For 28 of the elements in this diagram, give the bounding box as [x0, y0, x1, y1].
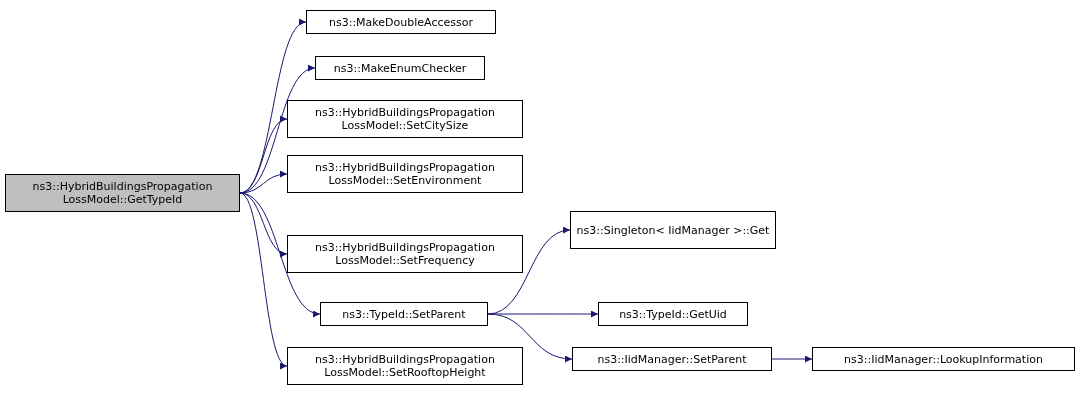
arrow: [487, 313, 573, 362]
function-name: ns3::HybridBuildingsPropagation LossModel::GetTypeId: [31, 180, 214, 206]
function-name: ns3::HybridBuildingsPropagation LossModel::SetRooftopHeight: [314, 353, 496, 379]
arrow: [487, 227, 571, 315]
function-name: ns3::TypeId::GetUid: [619, 307, 727, 321]
function-name: ns3::TypeId::SetParent: [342, 307, 466, 321]
function-box: [812, 347, 1075, 371]
function-name: ns3::IidManager::LookupInformation: [844, 352, 1043, 366]
function-name: ns3::HybridBuildingsPropagation LossModel::SetEnvironment: [314, 161, 496, 187]
function-box: [306, 10, 496, 34]
function-box: [287, 100, 523, 138]
function-name: ns3::IidManager::SetParent: [597, 352, 747, 366]
function-name: ns3::MakeDoubleAccessor: [329, 15, 473, 29]
function-box: [598, 302, 748, 326]
function-name: ns3::HybridBuildingsPropagation LossModel::SetCitySize: [314, 106, 496, 132]
function-name: ns3::Singleton< IidManager >::Get: [576, 223, 770, 237]
function-box: [320, 302, 488, 326]
arrow: [239, 192, 288, 367]
function-box: [570, 211, 776, 249]
function-box: [572, 347, 772, 371]
function-box: [287, 347, 523, 385]
function-name: ns3::HybridBuildingsPropagation LossModel::SetFrequency: [314, 241, 496, 267]
function-box: [287, 155, 523, 193]
function-box: [5, 174, 240, 212]
function-name: ns3::MakeEnumChecker: [333, 61, 467, 75]
function-box: [315, 56, 485, 80]
arrow: [771, 355, 813, 363]
function-box: [287, 235, 523, 273]
